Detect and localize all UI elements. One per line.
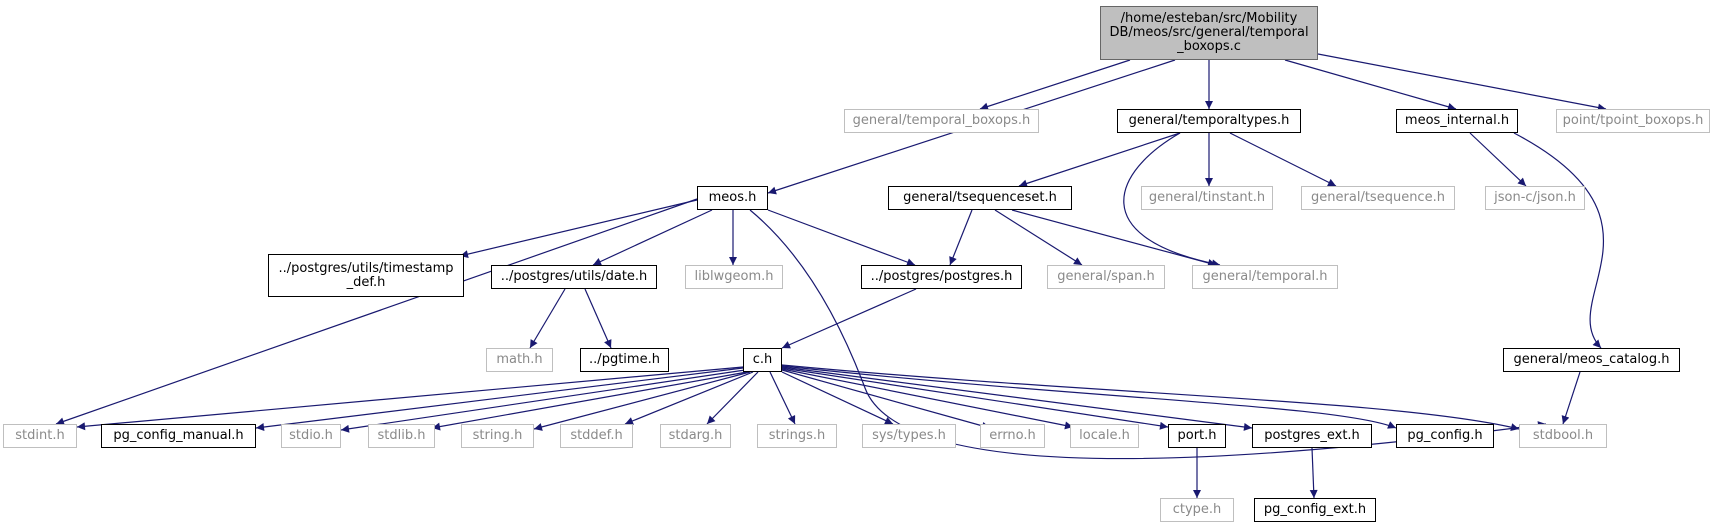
edge-c-h-to-port-h [781, 367, 1169, 430]
node-stddef-h[interactable]: stddef.h [560, 424, 633, 448]
edge-date-h-to-math-h [529, 288, 566, 349]
edge-root-to-tpoint-boxops-h [1317, 53, 1607, 112]
edge-c-h-to-stdarg-h [706, 371, 759, 425]
edge-c-h-to-stdlib-h [431, 371, 748, 431]
node-stdarg-h[interactable]: stdarg.h [660, 424, 731, 448]
edge-temporaltypes-h-to-tsequenceset-h [1018, 132, 1181, 188]
node-json-h[interactable]: json-c/json.h [1485, 186, 1585, 210]
node-tsequence-h[interactable]: general/tsequence.h [1301, 186, 1455, 210]
edge-meos-internal-h-to-meos-catalog-h [1513, 132, 1605, 349]
node-pg-config-h[interactable]: pg_config.h [1396, 424, 1494, 448]
node-date-h[interactable]: ../postgres/utils/date.h [491, 265, 657, 289]
edge-c-h-to-stdio-h [340, 369, 746, 433]
node-strings-h[interactable]: strings.h [757, 424, 837, 448]
node-postgres-h[interactable]: ../postgres/postgres.h [861, 265, 1022, 289]
node-errno-h[interactable]: errno.h [980, 424, 1045, 448]
edge-root-to-meos-internal-h [1284, 59, 1457, 111]
edge-temporaltypes-h-to-tsequence-h [1229, 132, 1337, 187]
edge-c-h-to-stdint-h [76, 366, 744, 431]
node-pg-config-ext-h[interactable]: pg_config_ext.h [1254, 498, 1376, 522]
edge-c-h-to-postgres-ext-h [781, 366, 1253, 431]
node-sys-types-h[interactable]: sys/types.h [862, 424, 956, 448]
node-tsequenceset-h[interactable]: general/tsequenceset.h [888, 186, 1072, 210]
node-postgres-ext-h[interactable]: postgres_ext.h [1252, 424, 1372, 448]
node-span-h[interactable]: general/span.h [1047, 265, 1165, 289]
node-math-h[interactable]: math.h [486, 348, 553, 372]
edge-c-h-to-stdbool-h [781, 364, 1520, 431]
edge-meos-h-to-timestamp-def-h [459, 199, 698, 259]
edge-root-to-temporal-boxops-h [979, 59, 1131, 111]
node-meos-internal-h[interactable]: meos_internal.h [1396, 109, 1518, 133]
node-root-file: /home/esteban/src/Mobility DB/meos/src/g… [1100, 6, 1318, 60]
node-temporal-h[interactable]: general/temporal.h [1192, 265, 1338, 289]
node-temporaltypes-h[interactable]: general/temporaltypes.h [1117, 109, 1301, 133]
edge-tsequenceset-h-to-temporal-h [1011, 209, 1217, 267]
edge-c-h-to-stddef-h [624, 371, 754, 425]
edge-c-h-to-string-h [533, 371, 751, 431]
node-stdlib-h[interactable]: stdlib.h [368, 424, 435, 448]
edge-c-h-to-pg-config-manual-h [255, 367, 744, 431]
node-tinstant-h[interactable]: general/tinstant.h [1141, 186, 1273, 210]
edge-meos-internal-h-to-json-h [1469, 132, 1527, 187]
edge-c-h-to-locale-h [781, 368, 1074, 430]
node-locale-h[interactable]: locale.h [1070, 424, 1139, 448]
node-c-h[interactable]: c.h [743, 348, 782, 372]
edge-tsequenceset-h-to-span-h [994, 209, 1083, 266]
node-pg-config-manual-h[interactable]: pg_config_manual.h [101, 424, 256, 448]
edge-c-h-to-errno-h [781, 369, 991, 430]
node-stdio-h[interactable]: stdio.h [281, 424, 341, 448]
node-string-h[interactable]: string.h [461, 424, 534, 448]
node-meos-catalog-h[interactable]: general/meos_catalog.h [1503, 348, 1680, 372]
edge-meos-catalog-h-to-stdbool-h [1561, 371, 1581, 425]
node-stdint-h[interactable]: stdint.h [3, 424, 77, 448]
edge-meos-h-to-postgres-h [767, 209, 916, 266]
edges-layer [55, 53, 1607, 499]
edge-c-h-to-strings-h [769, 371, 796, 425]
node-port-h[interactable]: port.h [1168, 424, 1226, 448]
node-tpoint-boxops-h[interactable]: point/tpoint_boxops.h [1556, 109, 1710, 133]
edge-c-h-to-pg-config-h [781, 365, 1397, 429]
node-pgtime-h[interactable]: ../pgtime.h [580, 348, 669, 372]
edge-meos-h-to-date-h [592, 209, 713, 266]
node-stdbool-h[interactable]: stdbool.h [1519, 424, 1607, 448]
edge-meos-h-to-stdint-h [55, 198, 698, 426]
edge-date-h-to-pgtime-h [584, 288, 612, 349]
node-timestamp-def-h[interactable]: ../postgres/utils/timestamp _def.h [268, 254, 464, 297]
edge-temporaltypes-h-to-temporal-h [1123, 132, 1221, 268]
edge-tsequenceset-h-to-postgres-h [949, 209, 973, 266]
edge-postgres-ext-h-to-pg-config-ext-h [1309, 447, 1318, 499]
node-meos-h[interactable]: meos.h [697, 186, 768, 210]
node-ctype-h[interactable]: ctype.h [1160, 498, 1234, 522]
edge-postgres-h-to-c-h [781, 288, 917, 349]
node-liblwgeom-h[interactable]: liblwgeom.h [685, 265, 783, 289]
edge-c-h-to-sys-types-h [781, 371, 894, 425]
node-temporal-boxops-h[interactable]: general/temporal_boxops.h [844, 109, 1039, 133]
